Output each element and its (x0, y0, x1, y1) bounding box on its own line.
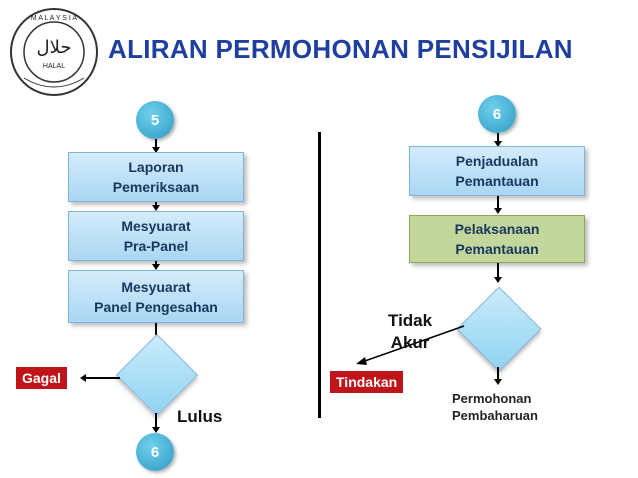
page-title: ALIRAN PERMOHONAN PENSIJILAN (108, 34, 573, 64)
logo-arabic-text: حلال (37, 37, 72, 58)
tindakan-label: Tindakan (330, 371, 404, 393)
arrow-down-icon (152, 427, 160, 433)
connector (84, 377, 120, 379)
connector (155, 139, 157, 149)
arrow-down-icon (494, 379, 502, 385)
connector (155, 413, 157, 429)
step-5-circle: 5 (136, 101, 174, 139)
arrow-down-icon (494, 277, 502, 283)
connector (497, 367, 499, 381)
halal-logo: M A L A Y S I A حلال HALAL (10, 8, 98, 96)
logo-ring-text: M A L A Y S I A (31, 15, 78, 22)
arrow-down-icon (494, 141, 502, 147)
arrow-down-icon (152, 264, 160, 270)
gagal-label: Gagal (16, 367, 67, 389)
divider (318, 132, 321, 418)
arrow-left-icon (80, 374, 86, 382)
arrow-down-icon (152, 205, 160, 211)
arrow-down-icon (494, 208, 502, 214)
step-6-circle: 6 (478, 95, 516, 133)
connector (497, 133, 499, 143)
logo-latin-text: HALAL (43, 63, 65, 70)
connector (497, 196, 499, 210)
tidak-akur-arrow (356, 325, 465, 365)
arrow-down-icon (152, 147, 160, 153)
decision-diamond (115, 333, 199, 417)
connector (497, 263, 499, 279)
lulus-label: Lulus (177, 407, 223, 426)
step-6-circle-bottom: 6 (136, 433, 174, 471)
connector (155, 323, 157, 335)
